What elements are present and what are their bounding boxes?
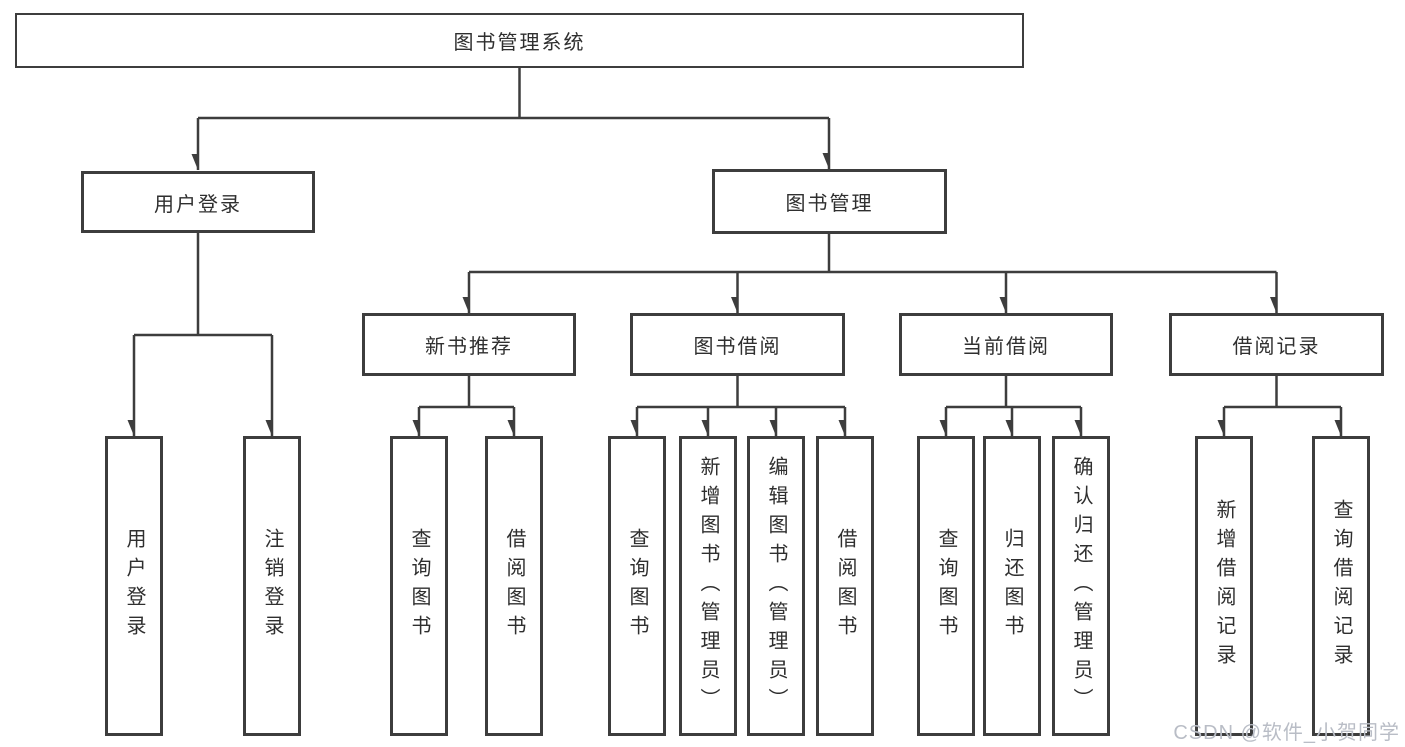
leaf-label: 归还图书 [1001, 528, 1023, 644]
leaf-label: 查询图书 [626, 528, 648, 644]
leaf-label: 查询图书 [935, 528, 957, 644]
leaf-label: 借阅图书 [834, 528, 856, 644]
leaf-add-books-admin: 新增图书（管理员） [679, 436, 737, 736]
connector-borrow-to-leaves [637, 376, 847, 436]
node-book-management: 图书管理 [712, 169, 947, 234]
leaf-label: 新增借阅记录 [1213, 499, 1235, 673]
node-label: 新书推荐 [425, 336, 513, 358]
leaf-label: 查询借阅记录 [1330, 499, 1352, 673]
node-label: 用户登录 [154, 193, 242, 216]
connector-root-to-level2 [198, 68, 831, 170]
leaf-edit-books-admin: 编辑图书（管理员） [747, 436, 805, 736]
node-label: 借阅记录 [1232, 336, 1321, 358]
node-current-borrow: 当前借阅 [899, 313, 1113, 376]
node-label: 图书管理 [785, 193, 874, 215]
leaf-borrow-books-recommend: 借阅图书 [485, 436, 543, 736]
connector-current-to-leaves [946, 376, 1083, 436]
leaf-return-books: 归还图书 [983, 436, 1041, 736]
node-user-login: 用户登录 [81, 171, 315, 233]
connector-login-to-leaves [134, 233, 274, 436]
leaf-add-borrow-record: 新增借阅记录 [1195, 436, 1253, 736]
node-label: 当前借阅 [962, 336, 1050, 358]
leaf-confirm-return-admin: 确认归还（管理员） [1052, 436, 1110, 736]
leaf-query-books-recommend: 查询图书 [390, 436, 448, 736]
connector-record-to-leaves [1224, 376, 1343, 436]
node-label: 图书管理系统 [453, 32, 586, 54]
node-label: 图书借阅 [693, 336, 782, 358]
leaf-label: 借阅图书 [503, 528, 525, 644]
leaf-label: 新增图书（管理员） [697, 455, 719, 717]
leaf-user-login: 用户登录 [105, 436, 163, 736]
node-library-management-system: 图书管理系统 [15, 13, 1024, 68]
node-new-book-recommend: 新书推荐 [362, 313, 576, 376]
leaf-label: 查询图书 [408, 528, 430, 644]
connector-management-to-sections [469, 234, 1278, 313]
node-borrow-record: 借阅记录 [1169, 313, 1384, 376]
leaf-query-books-current: 查询图书 [917, 436, 975, 736]
leaf-label: 确认归还（管理员） [1070, 455, 1092, 717]
leaf-label: 编辑图书（管理员） [765, 455, 787, 717]
watermark-text: CSDN @软件_小贺同学 [1173, 722, 1400, 744]
leaf-logout: 注销登录 [243, 436, 301, 736]
leaf-label: 注销登录 [261, 528, 283, 644]
leaf-query-books-borrow: 查询图书 [608, 436, 666, 736]
leaf-label: 用户登录 [123, 528, 145, 644]
leaf-borrow-books: 借阅图书 [816, 436, 874, 736]
node-book-borrow: 图书借阅 [630, 313, 845, 376]
connector-recommend-to-leaves [419, 376, 516, 436]
leaf-query-borrow-record: 查询借阅记录 [1312, 436, 1370, 736]
